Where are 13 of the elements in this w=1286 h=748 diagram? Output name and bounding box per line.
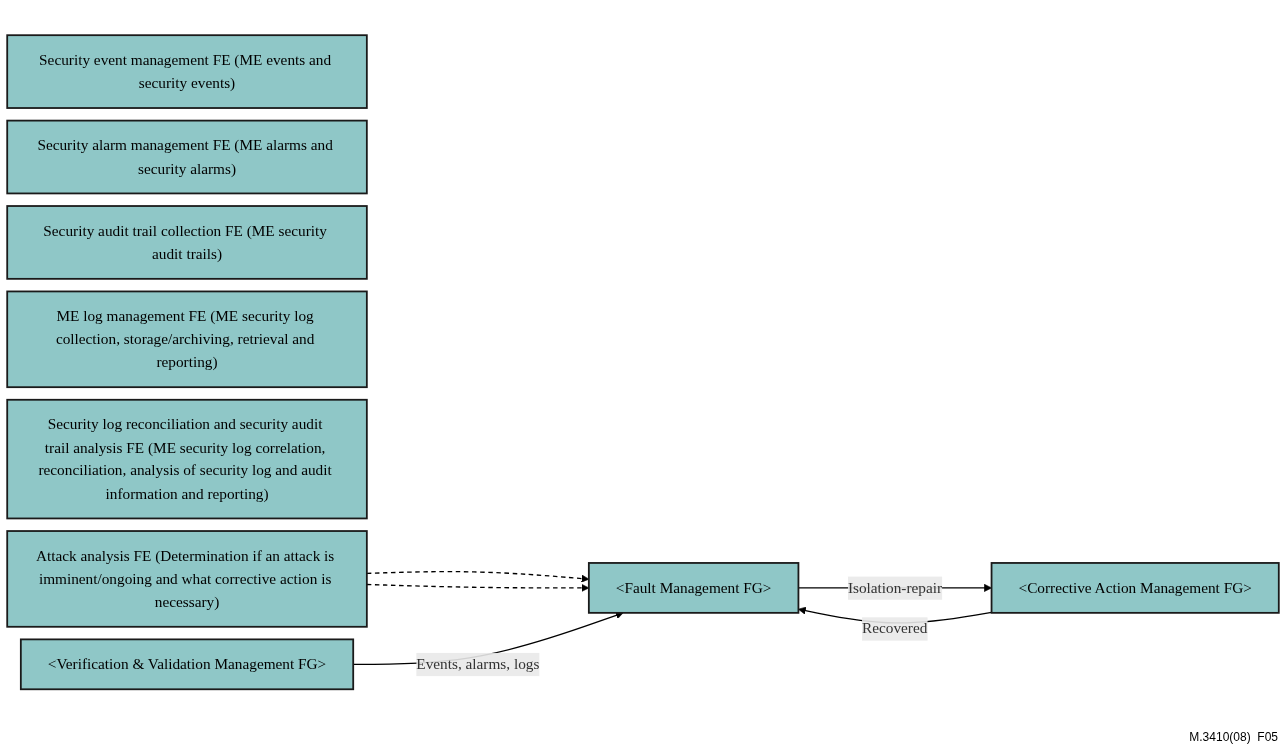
- node-box: Security event management FE (ME events and security events): [6, 34, 368, 110]
- node-box: Security audit trail collection FE (ME security audit trails): [6, 205, 368, 280]
- node-box: <Fault Management FG>: [587, 562, 800, 614]
- edge-label: Recovered: [862, 620, 928, 638]
- figure-code: M.3410(08) F05: [1189, 730, 1278, 744]
- edge-label: Events, alarms, logs: [416, 655, 540, 673]
- node-box: ME log management FE (ME security log collection, storage/archiving, retrieval and reporting): [6, 290, 368, 389]
- node-box: <Corrective Action Management FG>: [990, 562, 1280, 614]
- node-box: Security alarm management FE (ME alarms and security alarms): [6, 119, 368, 195]
- node-box: Security log reconciliation and security audit trail analysis FE (ME security log correlation, reconciliation, analysis of security log and audit information and reporting): [6, 399, 368, 520]
- node-box: Attack analysis FE (Determination if an attack is imminent/ongoing and what corrective action is necessary): [6, 530, 368, 628]
- edge-label: Isolation-repair: [847, 579, 943, 597]
- node-box: <Verification & Validation Management FG>: [19, 638, 355, 691]
